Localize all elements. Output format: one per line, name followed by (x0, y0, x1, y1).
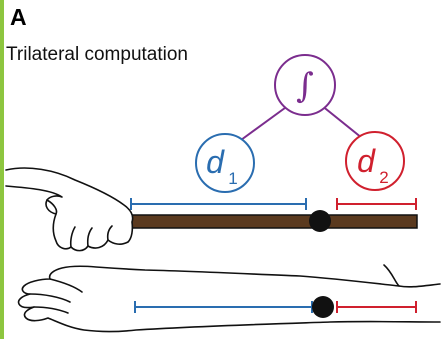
connector-line-d2 (320, 104, 363, 139)
panel-label: A (10, 4, 27, 30)
d1-letter: d (206, 144, 225, 180)
connector-line-d1 (240, 104, 290, 141)
contact-point-icon (309, 210, 331, 232)
integrator-symbol: ∫ (296, 66, 314, 106)
upper-segment-d1 (130, 198, 307, 210)
hand-holding-rod-icon (5, 167, 134, 252)
forearm-icon (17, 264, 441, 333)
integrator-node: ∫ (274, 54, 336, 116)
contact-point-icon (312, 296, 334, 318)
d1-node: d 1 (195, 133, 255, 193)
svg-text:d: d (357, 143, 376, 179)
d2-letter: d (357, 143, 376, 179)
d2-subscript: 2 (379, 168, 388, 187)
lower-segment-d2 (336, 301, 417, 313)
panel-title: Trilateral computation (6, 44, 188, 65)
upper-segment-d2 (336, 198, 417, 210)
accent-bar (0, 0, 4, 339)
d2-node: d 2 (345, 131, 405, 191)
d1-subscript: 1 (228, 169, 237, 188)
svg-text:d: d (206, 144, 225, 180)
rod (127, 214, 418, 229)
